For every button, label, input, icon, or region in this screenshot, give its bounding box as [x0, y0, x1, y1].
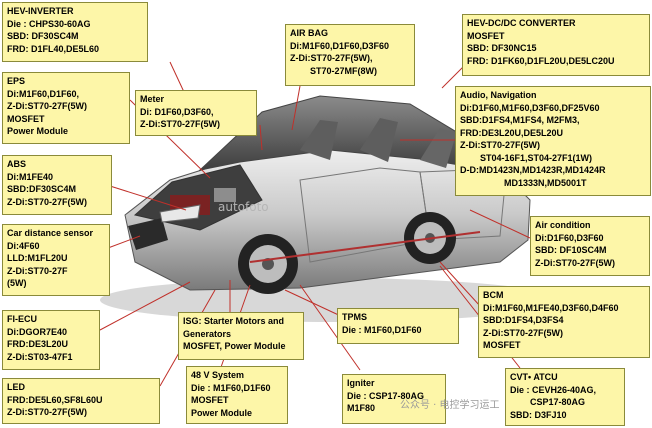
airbag-label: AIR BAG Di:M1F60,D1F60,D3F60 Z-Di:ST70-2… [285, 24, 415, 86]
fi-ecu-label: FI-ECU Di:DGOR7E40 FRD:DE3L20U Z-Di:ST03… [2, 310, 100, 370]
cvt-atcu-label: CVT• ATCU Die : CEVH26-40AG, CSP17-80AG … [505, 368, 625, 426]
48v-system-title: 48 V System [191, 370, 245, 380]
bcm-label: BCM Di:M1F60,M1FE40,D3F60,D4F60 SBD:D1FS… [478, 286, 650, 358]
led-title: LED [7, 382, 25, 392]
fi-ecu-line: Z-Di:ST03-47F1 [7, 351, 73, 362]
meter-line: Z-Di:ST70-27F(5W) [140, 119, 221, 129]
airbag-line: Z-Di:ST70-27F(5W), [290, 53, 373, 63]
abs-line: Di:M1FE40 [7, 171, 54, 182]
car-distance-sensor-line: LLD:M1FL20U [7, 253, 68, 263]
eps-line: Z-Di:ST70-27F(5W) [7, 101, 88, 111]
airbag-line: Di:M1F60,D1F60,D3F60 [290, 40, 390, 51]
fi-ecu-line: FRD:DE3L20U [7, 339, 69, 349]
tpms-title: TPMS [342, 312, 368, 322]
hev-inverter-line: Die : CHPS30-60AG [7, 18, 91, 29]
cvt-atcu-title: CVT• ATCU [510, 372, 558, 382]
air-condition-label: Air condition Di:D1F60,D3F60 SBD: DF10SC… [530, 216, 650, 276]
fi-ecu-title: FI-ECU [7, 314, 37, 324]
tpms-line: Die : M1F60,D1F60 [342, 324, 422, 335]
meter-label: Meter Di: D1F60,D3F60, Z-Di:ST70-27F(5W) [135, 90, 257, 136]
air-condition-title: Air condition [535, 220, 591, 230]
cvt-atcu-line: Die : CEVH26-40AG, [510, 384, 597, 395]
led-label: LED FRD:DE5L60,SF8L60U Z-Di:ST70-27F(5W) [2, 378, 160, 424]
car-watermark-text: autofoto [218, 200, 269, 214]
eps-line: Di:M1F60,D1F60, [7, 88, 80, 99]
eps-line: Power Module [7, 126, 69, 136]
fi-ecu-line: Di:DGOR7E40 [7, 326, 68, 337]
abs-title: ABS [7, 159, 27, 169]
car-distance-sensor-line: Z-Di:ST70-27F [7, 265, 68, 276]
bcm-line: Z-Di:ST70-27F(5W) [483, 327, 564, 338]
hev-dcdc-line: FRD: D1FK60,D1FL20U,DE5LC20U [467, 55, 615, 66]
audio-navigation-line: ST04-16F1,ST04-27F1(1W) [480, 152, 593, 163]
bcm-line: MOSFET [483, 340, 521, 350]
igniter-title: Igniter [347, 378, 375, 388]
car-distance-sensor-line: (5W) [7, 278, 27, 288]
isg-title: ISG: Starter Motors and [183, 316, 285, 326]
audio-navigation-line: MD1333N,MD5001T [504, 177, 587, 188]
audio-navigation-line: Z-Di:ST70-27F(5W) [460, 140, 541, 150]
abs-line: Z-Di:ST70-27F(5W) [7, 196, 88, 207]
led-line: FRD:DE5L60,SF8L60U [7, 394, 103, 405]
hev-dcdc-label: HEV-DC/DC CONVERTER MOSFET SBD: DF30NC15… [462, 14, 650, 76]
eps-label: EPS Di:M1F60,D1F60, Z-Di:ST70-27F(5W) MO… [2, 72, 130, 144]
airbag-title: AIR BAG [290, 28, 328, 38]
audio-navigation-title: Audio, Navigation [460, 90, 537, 100]
led-line: Z-Di:ST70-27F(5W) [7, 407, 88, 417]
air-condition-line: Di:D1F60,D3F60 [535, 232, 604, 243]
igniter-label: Igniter Die : CSP17-80AG M1F80 [342, 374, 446, 424]
igniter-line: M1F80 [347, 403, 376, 413]
bcm-line: Di:M1F60,M1FE40,D3F60,D4F60 [483, 302, 619, 313]
48v-system-label: 48 V System Die : M1F60,D1F60 MOSFET Pow… [186, 366, 288, 424]
isg-label: ISG: Starter Motors and Generators MOSFE… [178, 312, 304, 360]
eps-line: MOSFET [7, 113, 45, 124]
abs-label: ABS Di:M1FE40 SBD:DF30SC4M Z-Di:ST70-27F… [2, 155, 112, 215]
abs-line: SBD:DF30SC4M [7, 184, 77, 194]
airbag-line: ST70-27MF(8W) [310, 65, 378, 76]
48v-system-line: MOSFET [191, 395, 229, 405]
air-condition-line: Z-Di:ST70-27F(5W) [535, 257, 616, 268]
car-distance-sensor-title: Car distance sensor [7, 228, 94, 238]
hev-inverter-line: FRD: D1FL40,DE5L60 [7, 43, 100, 54]
hev-inverter-line: SBD: DF30SC4M [7, 31, 79, 41]
source-watermark: 公众号 · 电控学习运工 [400, 400, 500, 411]
air-condition-line: SBD: DF10SC4M [535, 245, 607, 255]
cvt-atcu-line: CSP17-80AG [530, 397, 586, 407]
hev-dcdc-line: SBD: DF30NC15 [467, 43, 537, 53]
bcm-title: BCM [483, 290, 504, 300]
audio-navigation-label: Audio, Navigation Di:D1F60,M1F60,D3F60,D… [455, 86, 651, 196]
meter-line: Di: D1F60,D3F60, [140, 106, 214, 117]
hev-dcdc-title: HEV-DC/DC CONVERTER [467, 18, 576, 28]
audio-navigation-line: FRD:DE3L20U,DE5L20U [460, 127, 564, 138]
bcm-line: SBD:D1FS4,D3FS4 [483, 315, 564, 325]
audio-navigation-line: SBD:D1FS4,M1FS4, M2FM3, [460, 115, 580, 125]
audio-navigation-line: Di:D1F60,M1F60,D3F60,DF25V60 [460, 102, 600, 113]
car-distance-sensor-line: Di:4F60 [7, 240, 40, 251]
isg-line: MOSFET, Power Module [183, 341, 286, 351]
48v-system-line: Die : M1F60,D1F60 [191, 382, 271, 393]
cvt-atcu-line: SBD: D3FJ10 [510, 409, 567, 420]
meter-title: Meter [140, 94, 165, 104]
isg-line: Generators [183, 328, 232, 339]
car-distance-sensor-label: Car distance sensor Di:4F60 LLD:M1FL20U … [2, 224, 110, 296]
hev-dcdc-line: MOSFET [467, 30, 505, 41]
igniter-line: Die : CSP17-80AG [347, 390, 425, 401]
eps-title: EPS [7, 76, 26, 86]
hev-inverter-label: HEV-INVERTER Die : CHPS30-60AG SBD: DF30… [2, 2, 148, 62]
48v-system-line: Power Module [191, 407, 253, 418]
audio-navigation-line: D-D:MD1423N,MD1423R,MD1424R [460, 165, 606, 175]
hev-inverter-title: HEV-INVERTER [7, 6, 74, 16]
tpms-label: TPMS Die : M1F60,D1F60 [337, 308, 459, 344]
